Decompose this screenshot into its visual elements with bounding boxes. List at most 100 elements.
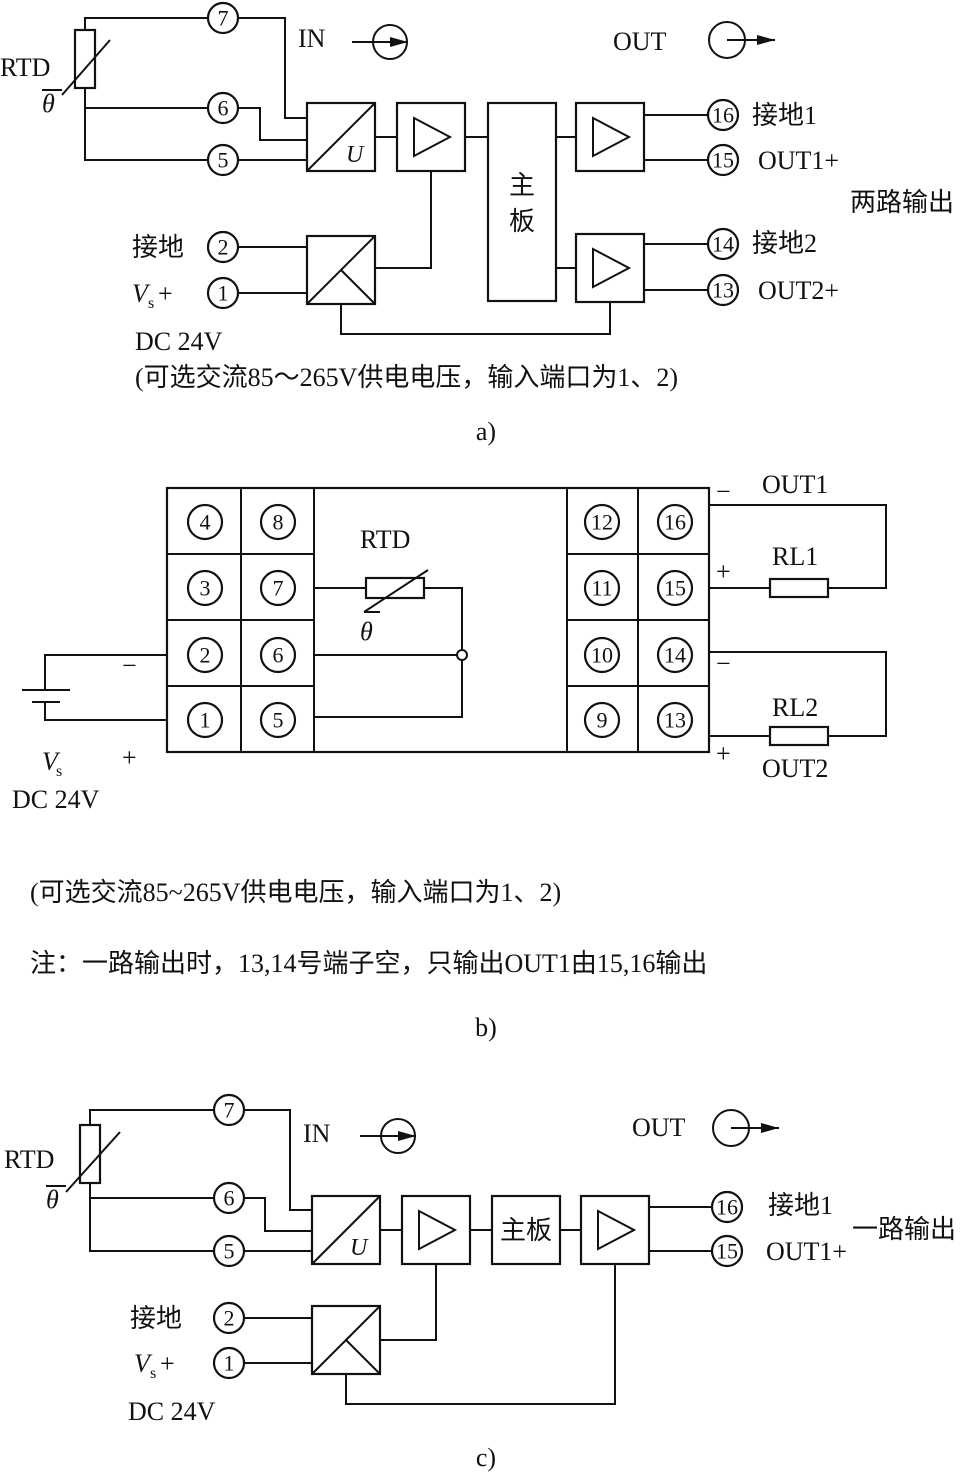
svg-text:+: +: [716, 557, 731, 586]
out-label-a: OUT: [613, 27, 667, 56]
terminal-1-b: [186, 701, 224, 739]
svg-text:3: 3: [200, 576, 211, 601]
terminal-2-b: [186, 636, 224, 674]
svg-text:7: 7: [218, 6, 229, 31]
terminal-7-b: [259, 569, 297, 607]
svg-text:OUT1+: OUT1+: [758, 146, 839, 175]
rtd-arrow-a: [61, 39, 111, 96]
svg-text:V: V: [132, 279, 151, 308]
svg-text:+: +: [716, 739, 731, 768]
terminal-8-b: [259, 503, 297, 541]
svg-text:OUT1: OUT1: [762, 470, 828, 499]
svg-text:V: V: [134, 1349, 153, 1378]
in-label-c: IN: [303, 1119, 331, 1148]
svg-text:θ: θ: [46, 1185, 59, 1214]
svg-text:RL2: RL2: [772, 693, 818, 722]
amplifier-1-c: [400, 1194, 472, 1266]
rtd-label-a: RTD: [0, 53, 50, 82]
svg-text:RL1: RL1: [772, 542, 818, 571]
svg-text:1: 1: [218, 281, 229, 306]
svg-text:DC 24V: DC 24V: [135, 327, 223, 356]
svg-text:7: 7: [224, 1098, 235, 1123]
load-rl2: [768, 725, 830, 747]
svg-text:OUT2+: OUT2+: [758, 276, 839, 305]
svg-text:5: 5: [273, 708, 284, 733]
svg-text:9: 9: [597, 708, 608, 733]
svg-text:(可选交流85～265V供电电压，输入端口为1、2): (可选交流85～265V供电电压，输入端口为1、2): [135, 363, 678, 392]
svg-text:4: 4: [200, 510, 211, 535]
output-amplifier-1-a: [574, 101, 646, 173]
load-rl1: [768, 577, 830, 599]
svg-text:6: 6: [218, 96, 229, 121]
svg-text:2: 2: [200, 643, 211, 668]
svg-text:接地1: 接地1: [768, 1191, 833, 1220]
svg-text:接地2: 接地2: [752, 229, 817, 258]
svg-text:15: 15: [716, 1239, 738, 1264]
main-board-a: [486, 101, 558, 303]
svg-text:13: 13: [712, 278, 734, 303]
wiring-note-b: 注：一路输出时，13,14号端子空，只输出OUT1由15,16输出: [30, 949, 707, 978]
svg-text:+: +: [160, 1349, 175, 1378]
svg-text:16: 16: [664, 510, 686, 535]
svg-text:16: 16: [712, 103, 734, 128]
svg-text:+: +: [122, 743, 137, 772]
theta-label-a: θ: [42, 89, 55, 118]
svg-text:一路输出: 一路输出: [852, 1215, 956, 1244]
terminal-10-b: [583, 636, 621, 674]
svg-text:θ: θ: [360, 617, 373, 646]
svg-text:6: 6: [224, 1186, 235, 1211]
svg-text:13: 13: [664, 708, 686, 733]
caption-b: b): [475, 1013, 497, 1042]
terminal-5-b: [259, 701, 297, 739]
svg-text:−: −: [716, 649, 731, 678]
rtd-label-b: RTD: [360, 525, 410, 554]
svg-text:两路输出: 两路输出: [850, 188, 954, 217]
main-board-c: [490, 1194, 562, 1266]
svg-text:10: 10: [591, 643, 613, 668]
terminal-13-b: [656, 701, 694, 739]
svg-text:s: s: [148, 295, 154, 312]
terminal-16-b: [656, 503, 694, 541]
svg-text:V: V: [42, 747, 61, 776]
out-label-c: OUT: [632, 1113, 686, 1142]
rtd-label-c: RTD: [4, 1145, 54, 1174]
svg-text:7: 7: [273, 576, 284, 601]
terminal-6-b: [259, 636, 297, 674]
svg-text:主: 主: [509, 171, 535, 200]
svg-text:(可选交流85~265V供电电压，输入端口为1、2): (可选交流85~265V供电电压，输入端口为1、2): [30, 878, 561, 907]
caption-c: c): [476, 1443, 496, 1472]
svg-text:15: 15: [712, 148, 734, 173]
svg-text:U: U: [346, 142, 365, 168]
rtd-resistor-b: [364, 576, 426, 600]
svg-text:−: −: [716, 477, 731, 506]
terminal-3-b: [186, 569, 224, 607]
svg-text:5: 5: [218, 148, 229, 173]
terminal-16-a: [706, 98, 740, 132]
svg-text:板: 板: [509, 207, 535, 236]
svg-text:OUT2: OUT2: [762, 754, 828, 783]
svg-text:2: 2: [224, 1306, 235, 1331]
panel-b: 4 8 3 7 2 6 1 5 12 16 11 15 10 14 9 13 R…: [12, 470, 887, 1042]
terminal-11-b: [583, 569, 621, 607]
svg-text:15: 15: [664, 576, 686, 601]
svg-text:6: 6: [273, 643, 284, 668]
svg-text:s: s: [56, 763, 62, 780]
svg-text:12: 12: [591, 510, 613, 535]
output-amplifier-c: [579, 1194, 651, 1266]
terminal-4-b: [186, 503, 224, 541]
panel-a: RTD θ 7 6 5 IN U 主 板: [0, 1, 954, 446]
svg-text:8: 8: [273, 510, 284, 535]
svg-text:主板: 主板: [500, 1216, 552, 1245]
svg-text:接地: 接地: [130, 1304, 182, 1333]
svg-text:接地1: 接地1: [752, 101, 817, 130]
terminal-9-b: [583, 701, 621, 739]
caption-a: a): [476, 417, 496, 446]
svg-text:1: 1: [224, 1351, 235, 1376]
terminal-14-a: [706, 227, 740, 261]
svg-text:s: s: [150, 1365, 156, 1382]
svg-text:1: 1: [200, 708, 211, 733]
svg-text:16: 16: [716, 1195, 738, 1220]
svg-text:11: 11: [591, 576, 612, 601]
svg-text:14: 14: [664, 643, 686, 668]
